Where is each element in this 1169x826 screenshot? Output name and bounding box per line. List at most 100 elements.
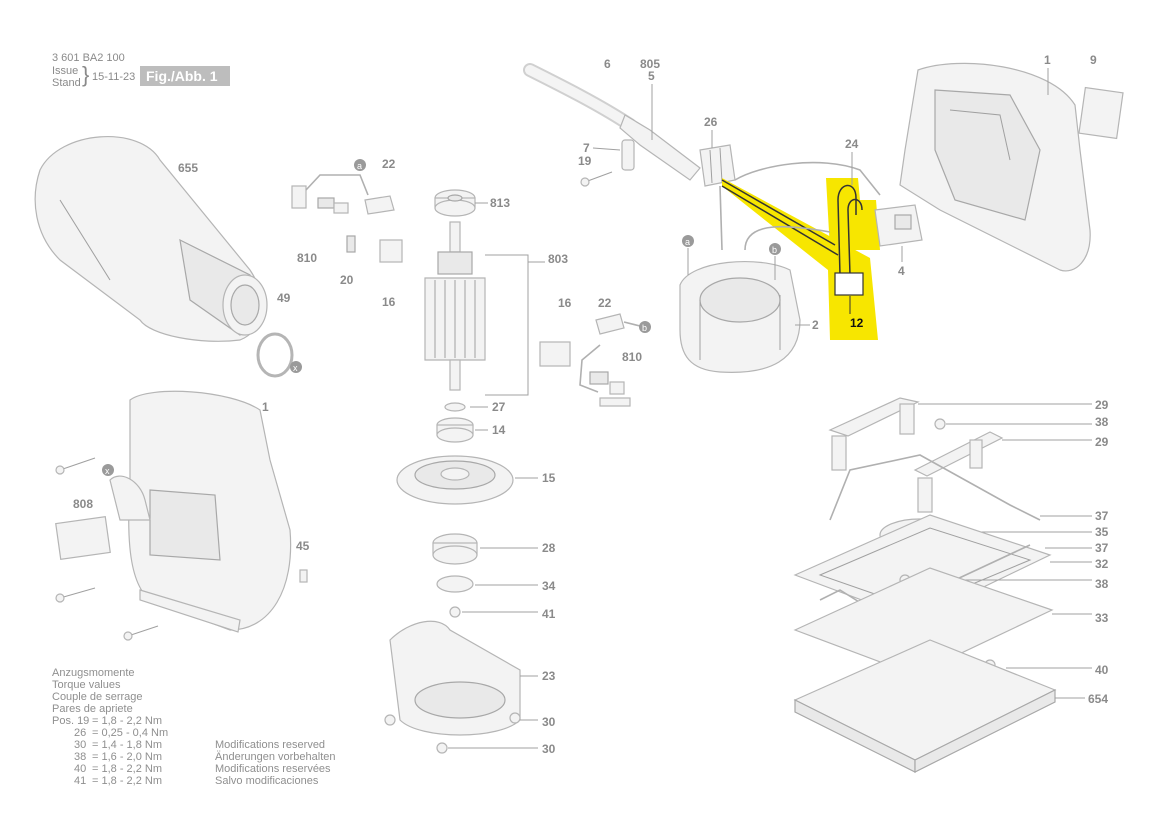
part-1-housing-half — [899, 62, 1091, 272]
part-9-label-plate — [1078, 86, 1124, 140]
callout-29-b: 29 — [1095, 435, 1109, 449]
part-28-bearing — [432, 533, 478, 565]
marker-x-2 — [102, 464, 114, 476]
issue-label: Issue — [52, 65, 78, 77]
callout-12: 12 — [850, 316, 864, 330]
marker-x-label-1: x — [293, 363, 298, 373]
torque-values-block: Anzugsmomente Torque values Couple de se… — [52, 667, 168, 787]
part-26-terminal-block — [699, 144, 736, 187]
torque-row-value: = 1,8 - 2,2 Nm — [92, 763, 162, 775]
modifications-de: Änderungen vorbehalten — [215, 751, 335, 763]
callout-655: 655 — [178, 161, 198, 175]
marker-a-1 — [354, 159, 366, 171]
callout-2: 2 — [812, 318, 819, 332]
callout-41: 41 — [542, 607, 556, 621]
callout-1-upper: 1 — [1044, 53, 1051, 67]
callout-803: 803 — [548, 252, 568, 266]
part-19-screw-head — [580, 177, 590, 187]
modifications-fr: Modifications reservées — [215, 763, 331, 775]
part-34-counterweight — [436, 575, 474, 593]
part-15-fan — [396, 455, 514, 505]
doc-number: 3 601 BA2 100 — [52, 52, 125, 64]
marker-a-label-2: a — [685, 237, 690, 247]
callout-38-b: 38 — [1095, 577, 1109, 591]
figure-label-box — [140, 66, 230, 86]
part-23-fan-cover — [389, 620, 521, 736]
callout-22-top: 22 — [382, 157, 396, 171]
callout-6: 6 — [604, 57, 611, 71]
marker-b-label-2: b — [772, 245, 777, 255]
part-37-spring-upper — [829, 454, 1041, 521]
callout-808: 808 — [73, 497, 93, 511]
part-655-front-housing — [34, 136, 268, 342]
torque-row-value: = 1,6 - 2,0 Nm — [92, 751, 162, 763]
callout-40: 40 — [1095, 663, 1109, 677]
part-29-upper-bracket — [828, 397, 920, 471]
callout-38-a: 38 — [1095, 415, 1109, 429]
torque-title-de: Anzugsmomente — [52, 667, 135, 679]
callout-14: 14 — [492, 423, 506, 437]
part-38-screw-upper — [934, 418, 946, 430]
brush-holder-assembly-top — [291, 174, 403, 263]
modifications-block: Modifications reserved Änderungen vorbeh… — [215, 739, 335, 787]
callout-37-a: 37 — [1095, 509, 1109, 523]
part-45-pin — [299, 569, 308, 583]
issue-date: 15-11-23 — [92, 71, 135, 83]
torque-row-pos: 40 — [74, 763, 86, 775]
callout-23: 23 — [542, 669, 556, 683]
modifications-es: Salvo modificaciones — [215, 775, 319, 787]
part-808-label-plate — [55, 516, 111, 560]
highlight-region — [722, 178, 878, 340]
callout-805: 805 — [640, 57, 660, 71]
callout-19: 19 — [578, 154, 592, 168]
brace-glyph: } — [82, 62, 89, 87]
marker-x-1 — [290, 361, 302, 373]
torque-row-value: = 0,25 - 0,4 Nm — [92, 727, 168, 739]
figure-label: Fig./Abb. 1 — [146, 68, 218, 84]
callout-7: 7 — [583, 141, 590, 155]
torque-row-pos: 38 — [74, 751, 86, 763]
torque-row-pos: 26 — [74, 727, 86, 739]
callout-29-a: 29 — [1095, 398, 1109, 412]
part-803-armature — [424, 221, 486, 391]
torque-row-value: = 1,8 - 2,2 Nm — [92, 775, 162, 787]
part-7-cord-clip — [621, 139, 635, 171]
callout-15: 15 — [542, 471, 556, 485]
callout-22-middle: 22 — [598, 296, 612, 310]
torque-row-value: = 1,8 - 2,2 Nm — [92, 715, 162, 727]
torque-row-value: = 1,4 - 1,8 Nm — [92, 739, 162, 751]
part-12-highlight — [721, 178, 880, 340]
part-41-screw — [449, 606, 461, 618]
part-6-power-cord — [523, 63, 701, 181]
callout-4: 4 — [898, 264, 905, 278]
callout-1-lower: 1 — [262, 400, 269, 414]
callout-24: 24 — [845, 137, 859, 151]
callout-32: 32 — [1095, 557, 1109, 571]
part-27-washer — [444, 402, 466, 412]
header-block: 3 601 BA2 100 Issue Stand } 15-11-23 Fig… — [52, 52, 230, 89]
marker-b-label-1: b — [642, 323, 647, 333]
callout-9: 9 — [1090, 53, 1097, 67]
marker-x-label-2: x — [105, 466, 110, 476]
leader-7 — [592, 147, 621, 151]
callout-5: 5 — [648, 69, 655, 83]
callout-27: 27 — [492, 400, 506, 414]
callout-654: 654 — [1088, 692, 1108, 706]
callout-16-top: 16 — [382, 295, 396, 309]
marker-a-label-1: a — [357, 161, 362, 171]
part-49-o-ring — [256, 332, 294, 378]
callout-28: 28 — [542, 541, 556, 555]
callout-34: 34 — [542, 579, 556, 593]
marker-a-2 — [682, 235, 694, 247]
part-1-lower-housing — [109, 390, 292, 633]
marker-b-1 — [639, 321, 651, 333]
torque-title-en: Torque values — [52, 679, 121, 691]
part-14-bearing — [436, 417, 474, 443]
marker-b-2 — [769, 243, 781, 255]
torque-row-pos: 30 — [74, 739, 86, 751]
callout-810-middle: 810 — [622, 350, 642, 364]
leader-803-bracket — [485, 254, 529, 396]
part-2-stator — [679, 261, 801, 373]
part-19-screw — [584, 171, 613, 183]
